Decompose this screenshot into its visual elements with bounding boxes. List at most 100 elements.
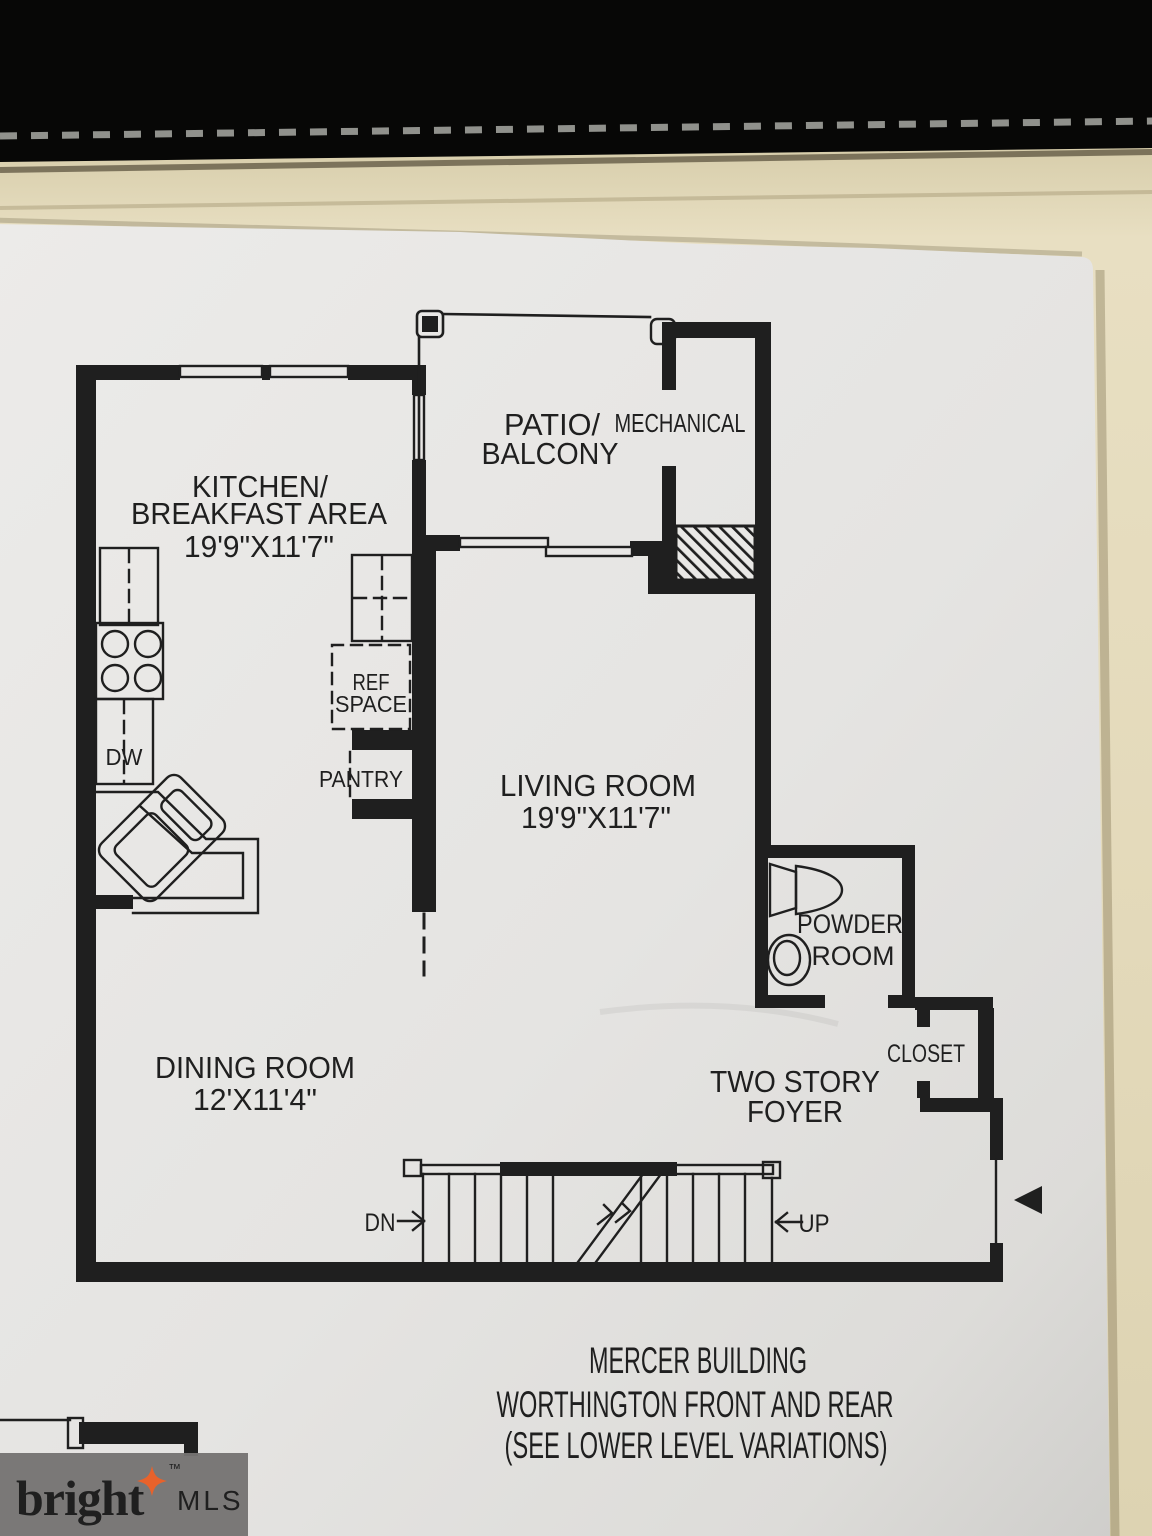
brightmls-mls-text: MLS (177, 1485, 244, 1516)
wall-mechanical-north (675, 322, 771, 338)
brightmls-sparkle-icon (137, 1466, 167, 1496)
double-sink-icon (97, 773, 227, 903)
counter-end-wall (86, 895, 133, 909)
dishwasher-counter (94, 697, 155, 786)
wall-east-upper (978, 1008, 994, 1102)
kitchen-dimensions: 19'9"X11'7" (184, 529, 334, 564)
binder-stitching (0, 117, 1152, 140)
living-room-label: LIVING ROOM (500, 768, 696, 803)
sink-icon (766, 933, 812, 987)
sliding-door-panel-1 (458, 536, 550, 549)
powder-room-label-1: POWDER (797, 909, 903, 939)
dishwasher-label: DW (106, 744, 143, 770)
closet-and-entry (915, 997, 1042, 1265)
foyer-label-1: TWO STORY (710, 1064, 880, 1099)
mechanical-label: MECHANICAL (615, 408, 746, 438)
wall-jog-to-mechanical (648, 541, 664, 594)
stairs-up-label: UP (799, 1210, 830, 1238)
wall-south (76, 1262, 1003, 1282)
wall-powder-north (755, 845, 915, 858)
pantry-label: PANTRY (319, 766, 403, 792)
wall-mechanical-hatch-frame (662, 520, 676, 594)
brightmls-watermark: bright ™ MLS (0, 1453, 248, 1536)
wall-north-kitchen-3 (348, 365, 426, 380)
fragment-wall-h (79, 1422, 198, 1444)
living-room-dimensions: 19'9"X11'7" (521, 800, 671, 835)
wall-pantry-north (352, 730, 436, 750)
burner-icon (133, 629, 163, 659)
kitchen-label-1: KITCHEN/ (192, 469, 328, 504)
wall-powder-south-1 (755, 995, 825, 1008)
ref-space-label-2: SPACE (335, 691, 407, 717)
binder-shadow (0, 149, 1152, 173)
wall-north-kitchen-1 (76, 365, 180, 380)
counter-upper (98, 546, 160, 627)
wall-mechanical-south (662, 580, 755, 594)
patio-column-marker-fill (422, 316, 438, 332)
wall-living-east (755, 594, 771, 845)
caption-line-1: MERCER BUILDING (589, 1340, 807, 1381)
counter-east (350, 553, 414, 643)
wall-closet-north (915, 997, 993, 1010)
caption-line-3: (SEE LOWER LEVEL VARIATIONS) (505, 1425, 888, 1466)
stairs (396, 1158, 804, 1264)
burner-icon (133, 663, 163, 693)
burner-icon (100, 663, 130, 693)
paper-sheet (0, 224, 1110, 1536)
window-kitchen-north-2 (268, 364, 350, 379)
corner-counter-outer (94, 790, 260, 915)
ref-space-label-1: REF (353, 669, 390, 695)
interior-wall-kitchen-living (348, 551, 436, 977)
exterior-walls (76, 365, 1003, 1282)
dining-room-dimensions: 12'X11'4" (193, 1082, 317, 1117)
entry-arrow (1014, 1186, 1042, 1214)
binder-edge (0, 0, 1152, 162)
stair-rail-band (500, 1162, 677, 1176)
lower-plan-fragment (0, 1416, 198, 1456)
wall-east-low-stub (990, 1243, 1003, 1265)
dining-room-label: DINING ROOM (155, 1050, 355, 1085)
brightmls-tm: ™ (168, 1461, 181, 1476)
wall-pantry-south (352, 799, 436, 819)
wall-east-mid (990, 1098, 1003, 1160)
paper-wrinkle (599, 1002, 839, 1027)
powder-room (755, 845, 915, 1008)
kitchen-label-2: BREAKFAST AREA (131, 496, 387, 531)
stair-break-line (576, 1172, 663, 1264)
floor-plan-drawing: KITCHEN/ BREAKFAST AREA 19'9"X11'7" PATI… (0, 309, 1042, 1466)
wall-mechanical-west-lower (662, 466, 676, 534)
toilet-bowl-icon (794, 864, 844, 916)
wall-powder-east (902, 845, 915, 1008)
closet-jamb-lower (917, 1081, 930, 1098)
stair-direction-arrows (396, 1210, 804, 1233)
powder-room-label-2: ROOM (812, 941, 895, 971)
patio-outline (415, 309, 652, 537)
wall-mechanical-east (755, 322, 771, 594)
wall-powder-west (755, 845, 768, 1008)
plan-caption: MERCER BUILDING WORTHINGTON FRONT AND RE… (497, 1340, 894, 1466)
foyer-label-2: FOYER (747, 1094, 843, 1129)
ref-space-box (330, 643, 412, 731)
closet-jamb-upper (917, 1010, 930, 1027)
wall-west (76, 365, 96, 1280)
closet-label: CLOSET (887, 1040, 965, 1068)
folder-crease (0, 190, 1152, 210)
brightmls-logo-text: bright (16, 1470, 145, 1526)
window-kitchen-north-1 (178, 364, 264, 379)
stairs-down-label: DN (365, 1209, 396, 1237)
sink-basin-icon (772, 939, 802, 977)
wall-north-kitchen-2 (262, 365, 270, 380)
watermark-background (0, 1453, 248, 1536)
kitchen-fixtures (86, 546, 414, 915)
wall-powder-south-2 (888, 995, 915, 1008)
fragment-wall-v (184, 1436, 198, 1456)
caption-line-2: WORTHINGTON FRONT AND REAR (497, 1384, 894, 1425)
mechanical-hatched-area (674, 524, 757, 582)
mechanical-room (649, 317, 771, 594)
patio-edge-north (441, 312, 652, 319)
wall-closet-south (920, 1098, 1003, 1112)
patio-label-1: PATIO/ (504, 407, 600, 442)
room-labels: KITCHEN/ BREAKFAST AREA 19'9"X11'7" PATI… (106, 407, 966, 1238)
